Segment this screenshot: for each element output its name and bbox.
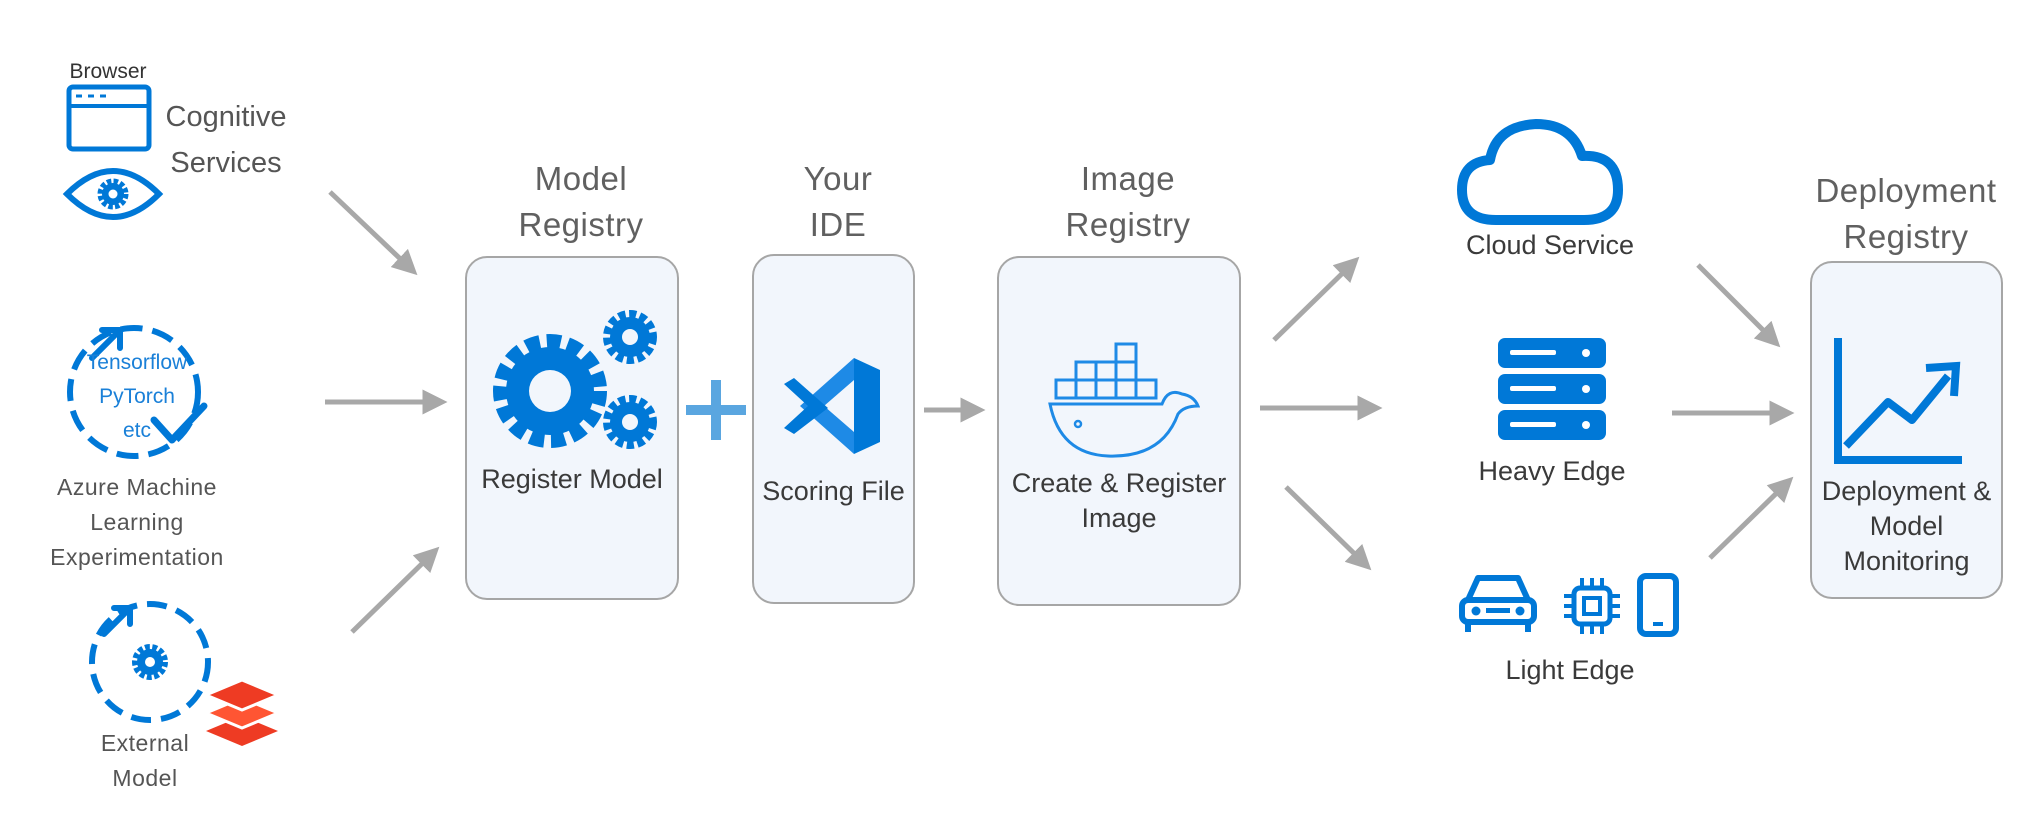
external-model-cycle-icon — [89, 601, 211, 723]
deployment-label-line2: Model — [1869, 511, 1944, 541]
deployment-heading-line2: Registry — [1843, 218, 1969, 255]
deployment-registry-heading: Deployment Registry — [1796, 168, 2016, 260]
deployment-registry-box — [1810, 261, 2003, 599]
image-label-line1: Create & Register — [1011, 468, 1227, 498]
browser-window-icon — [66, 84, 152, 152]
cognitive-services-title: Cognitive Services — [156, 94, 296, 186]
car-icon — [1459, 575, 1537, 632]
arrow-light-edge-to-deployment — [1708, 476, 1794, 560]
deployment-label-line1: Deployment & — [1821, 476, 1992, 506]
deployment-label-line3: Monitoring — [1843, 546, 1970, 576]
cognitive-title-line1: Cognitive — [165, 101, 287, 133]
vscode-icon — [784, 358, 880, 454]
trend-chart-icon — [1834, 338, 1962, 464]
framework-etc: etc — [122, 419, 151, 442]
external-title-line1: External — [100, 730, 190, 756]
arrow-external-to-model-registry — [350, 546, 440, 634]
browser-label: Browser — [69, 60, 147, 83]
external-title-line2: Model — [112, 765, 178, 791]
azure-ml-title: Azure Machine Learning Experimentation — [22, 470, 252, 575]
deployment-heading-line1: Deployment — [1815, 172, 1997, 209]
model-registry-heading: Model Registry — [481, 156, 681, 248]
external-model-title: External Model — [80, 726, 210, 796]
heavy-edge-label: Heavy Edge — [1478, 456, 1626, 486]
eye-gear-icon — [62, 168, 164, 220]
ide-heading: Your IDE — [738, 156, 938, 248]
arrow-image-to-light-edge — [1284, 485, 1372, 571]
cloud-service-label: Cloud Service — [1465, 230, 1635, 260]
model-registry-heading-line2: Registry — [518, 206, 644, 243]
azure-ml-title-line2: Learning — [90, 509, 184, 535]
databricks-stack-icon — [202, 678, 282, 746]
cloud-icon — [1457, 119, 1623, 225]
image-registry-heading-line2: Registry — [1065, 206, 1191, 243]
deployment-monitoring-label: Deployment & Model Monitoring — [1810, 474, 2003, 579]
light-edge-label: Light Edge — [1505, 655, 1635, 685]
arrow-image-to-cloud — [1272, 256, 1360, 342]
image-registry-heading-line1: Image — [1080, 160, 1176, 197]
image-registry-heading: Image Registry — [1028, 156, 1228, 248]
plus-icon — [686, 380, 746, 440]
chip-icon — [1564, 578, 1620, 634]
create-register-image-label: Create & Register Image — [997, 466, 1241, 536]
image-label-line2: Image — [1081, 503, 1157, 533]
gears-icon — [493, 310, 657, 449]
ide-heading-line1: Your — [803, 160, 873, 197]
cognitive-title-line2: Services — [170, 147, 282, 179]
scoring-file-label: Scoring File — [762, 476, 905, 506]
azure-ml-title-line3: Experimentation — [50, 544, 224, 570]
model-registry-heading-line1: Model — [534, 160, 628, 197]
azure-ml-title-line1: Azure Machine — [57, 474, 217, 500]
docker-whale-icon — [1048, 342, 1200, 458]
arrow-cloud-to-deployment — [1696, 263, 1781, 348]
framework-pytorch: PyTorch — [99, 385, 175, 408]
ide-heading-line2: IDE — [809, 206, 867, 243]
experiment-cycle-icon — [67, 325, 208, 459]
framework-tensorflow: Tensorflow — [86, 351, 188, 374]
arrow-cognitive-to-model-registry — [328, 190, 418, 276]
frameworks-list: Tensorflow PyTorch etc — [62, 346, 212, 448]
image-registry-box — [997, 256, 1241, 606]
register-model-label: Register Model — [481, 464, 663, 494]
server-stack-icon — [1498, 338, 1606, 440]
phone-icon — [1637, 573, 1679, 637]
